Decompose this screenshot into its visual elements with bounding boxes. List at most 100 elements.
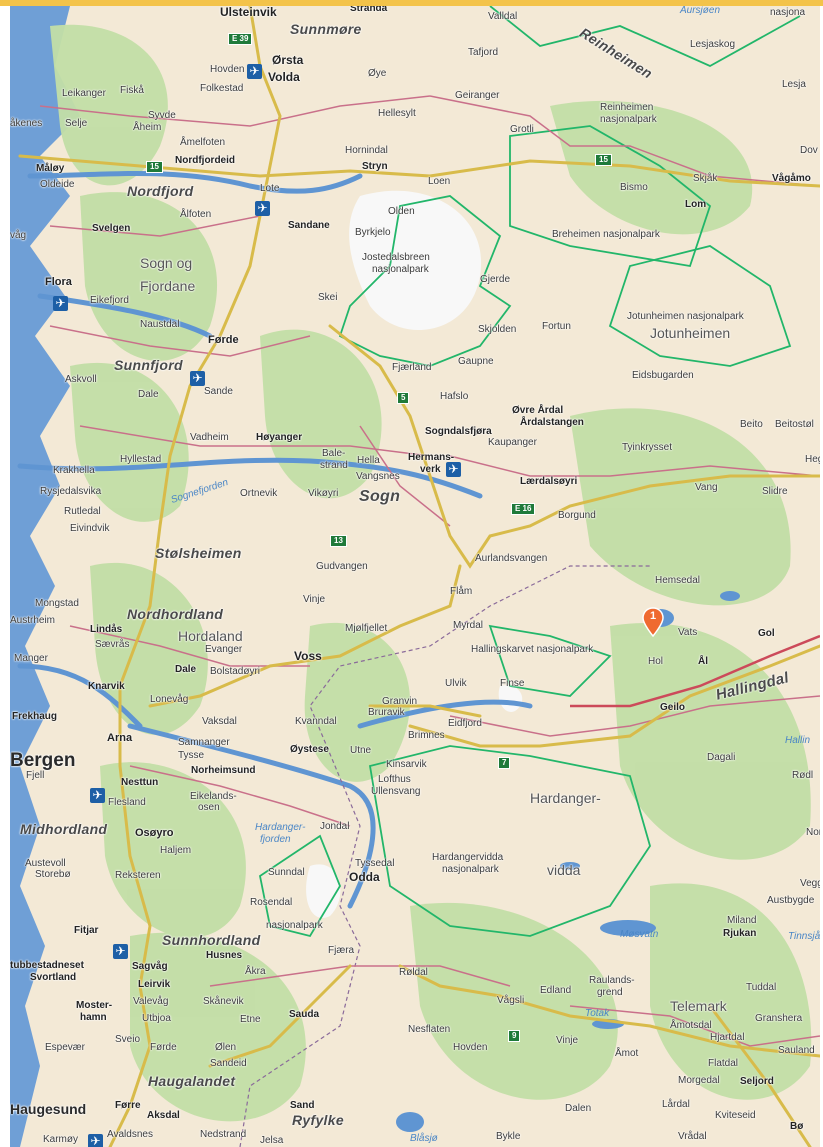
airport-icon[interactable]: ✈ [255, 201, 270, 216]
place-label[interactable]: nasjona [770, 7, 806, 18]
place-label[interactable]: Knarvik [88, 681, 125, 692]
place-label[interactable]: Årdalstangen [520, 417, 584, 428]
place-label[interactable]: Førde [208, 334, 239, 346]
place-label[interactable]: Aksdal [147, 1110, 180, 1121]
place-label[interactable]: Krakhella [53, 465, 95, 476]
park-label[interactable]: Jotunheimen nasjonalpark [627, 311, 744, 322]
place-label[interactable]: Morgedal [678, 1075, 720, 1086]
place-label[interactable]: Måløy [36, 163, 65, 174]
place-label[interactable]: Valevåg [133, 996, 169, 1007]
place-label[interactable]: Hjartdal [710, 1032, 745, 1043]
place-label[interactable]: Vangsnes [356, 471, 400, 482]
place-label[interactable]: Miland [727, 915, 757, 926]
place-label[interactable]: Gol [758, 628, 775, 639]
place-label[interactable]: Bismo [620, 182, 648, 193]
place-label[interactable]: Skei [318, 292, 338, 303]
place-label[interactable]: Norheimsund [191, 765, 256, 776]
place-label[interactable]: Austevoll [25, 858, 66, 869]
place-label[interactable]: Eidfjord [448, 718, 482, 729]
place-label[interactable]: Flåm [450, 586, 473, 597]
place-label[interactable]: Åmot [615, 1048, 639, 1059]
place-label[interactable]: Ullensvang [371, 786, 421, 797]
place-label[interactable]: Etne [240, 1014, 261, 1025]
place-label[interactable]: Storebø [35, 869, 71, 880]
place-label[interactable]: Stryn [362, 161, 388, 172]
place-label[interactable]: Lote [260, 183, 280, 194]
place-label[interactable]: Fiskå [120, 85, 144, 96]
place-label[interactable]: Askvoll [65, 374, 97, 385]
place-label[interactable]: Ølen [215, 1042, 237, 1053]
park-label[interactable]: nasjonalpark [600, 114, 657, 125]
airport-icon[interactable]: ✈ [88, 1134, 103, 1147]
park-label[interactable]: Jostedalsbreen [362, 252, 430, 263]
map-marker-1[interactable]: 1 [642, 607, 664, 637]
place-label[interactable]: Austrheim [10, 615, 56, 626]
place-label[interactable]: Hemsedal [655, 575, 701, 586]
place-label[interactable]: Haljem [160, 845, 192, 856]
place-label[interactable]: Lesjaskog [690, 39, 736, 50]
place-label[interactable]: Avaldsnes [107, 1129, 153, 1140]
place-label[interactable]: Loen [428, 176, 451, 187]
place-label[interactable]: Raulands- [589, 975, 635, 986]
place-label[interactable]: Mjølfjellet [345, 623, 388, 634]
place-label[interactable]: Nordfjordeid [175, 155, 235, 166]
place-label[interactable]: Espevær [45, 1042, 86, 1053]
place-label[interactable]: Hellesylt [378, 108, 416, 119]
airport-icon[interactable]: ✈ [53, 296, 68, 311]
place-label[interactable]: Sveio [115, 1034, 141, 1045]
place-label[interactable]: Tuddal [746, 982, 777, 993]
place-label[interactable]: Åmelfoten [180, 137, 226, 148]
place-label[interactable]: Oldeide [40, 179, 75, 190]
place-label[interactable]: Bruravik [368, 707, 405, 718]
place-label[interactable]: Veggli [800, 878, 820, 889]
airport-icon[interactable]: ✈ [446, 462, 461, 477]
place-label[interactable]: Rosendal [250, 897, 293, 908]
airport-icon[interactable]: ✈ [190, 371, 205, 386]
place-label[interactable]: Skjolden [478, 324, 517, 335]
place-label[interactable]: Bale- [322, 448, 346, 459]
place-label[interactable]: Kviteseid [715, 1110, 756, 1121]
place-label[interactable]: Kvanndal [295, 716, 337, 727]
place-label[interactable]: Ulsteinvik [220, 6, 277, 19]
place-label[interactable]: Vang [695, 482, 718, 493]
place-label[interactable]: Brimnes [408, 730, 445, 741]
airport-icon[interactable]: ✈ [90, 788, 105, 803]
place-label[interactable]: Høyanger [256, 432, 303, 443]
place-label[interactable]: Svelgen [92, 223, 131, 234]
place-label[interactable]: Lonevåg [150, 694, 189, 705]
place-label[interactable]: Vågsli [497, 995, 525, 1006]
place-label[interactable]: Sunndal [268, 867, 305, 878]
place-label[interactable]: Sauda [289, 1009, 320, 1020]
place-label[interactable]: Flora [45, 276, 72, 288]
place-label[interactable]: Arna [107, 732, 133, 744]
place-label[interactable]: Nedstrand [200, 1129, 247, 1140]
place-label[interactable]: Byrkjelo [355, 227, 391, 238]
place-label[interactable]: Lofthus [378, 774, 411, 785]
place-label[interactable]: Frekhaug [12, 711, 58, 722]
place-label[interactable]: Dagali [707, 752, 736, 763]
place-label[interactable]: Naustdal [140, 319, 180, 330]
place-label[interactable]: Jondal [320, 821, 350, 832]
place-label[interactable]: Ulvik [445, 678, 467, 689]
place-label[interactable]: Åmotsdal [670, 1020, 712, 1031]
place-label[interactable]: Sagvåg [132, 961, 168, 972]
place-label[interactable]: Vaksdal [202, 716, 237, 727]
place-label[interactable]: Beitostøl [775, 419, 814, 430]
place-label[interactable]: Rjukan [723, 928, 757, 939]
place-label[interactable]: Vågåmo [772, 173, 811, 184]
city-label[interactable]: Bergen [10, 750, 76, 771]
place-label[interactable]: Dalen [565, 1103, 592, 1114]
place-label[interactable]: Edland [540, 985, 572, 996]
place-label[interactable]: Flatdal [708, 1058, 739, 1069]
place-label[interactable]: Utbjoa [142, 1013, 171, 1024]
place-label[interactable]: Eikelands- [190, 791, 237, 802]
place-label[interactable]: Nor [806, 827, 820, 838]
place-label[interactable]: Bykle [496, 1131, 521, 1142]
topographic-map[interactable]: 1 E 39 15 15 5 E 16 13 7 9 ✈ ✈ ✈ ✈ ✈ ✈ ✈… [10, 6, 820, 1147]
place-label[interactable]: Flesland [108, 797, 146, 808]
place-label[interactable]: Hafslo [440, 391, 469, 402]
place-label[interactable]: Moster- [76, 1000, 113, 1011]
place-label[interactable]: Dov [800, 145, 818, 156]
place-label[interactable]: Finse [500, 678, 525, 689]
place-label[interactable]: Lom [685, 199, 707, 210]
